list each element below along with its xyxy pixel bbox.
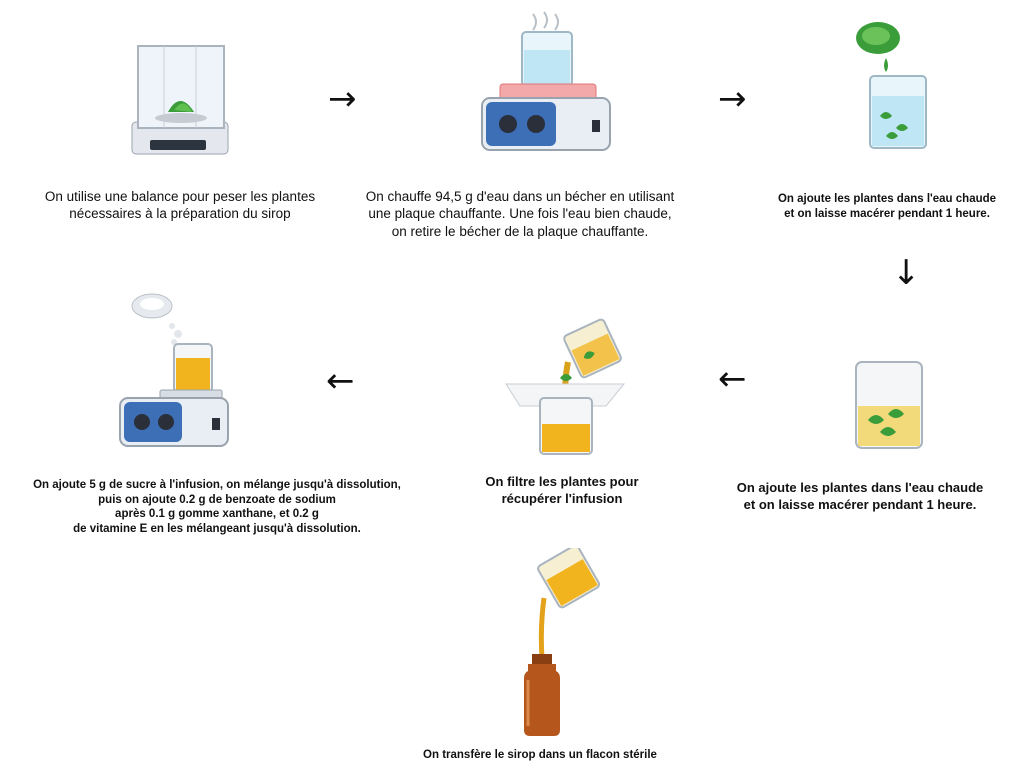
caption-line: On ajoute les plantes dans l'eau chaude <box>736 480 984 495</box>
arrow-left: ← <box>718 359 747 399</box>
macerating-beaker-illustration <box>855 361 923 449</box>
arrow-right: → <box>718 79 747 119</box>
caption-line: et on laisse macérer pendant 1 heure. <box>743 496 977 512</box>
caption-line: On ajoute 5 g de sucre à l'infusion, on … <box>33 479 401 491</box>
plants-into-beaker-illustration <box>856 22 927 149</box>
caption-line: on retire le bécher de la plaque chauffa… <box>391 223 649 239</box>
arrow-left: ← <box>326 361 355 401</box>
caption-line: On utilise une balance pour peser les pl… <box>44 189 316 204</box>
hotplate-beaker-illustration <box>481 11 611 151</box>
caption-line: On filtre les plantes pour <box>485 474 639 489</box>
caption-line: après 0.1 g gomme xanthane, et 0.2 g <box>115 508 319 521</box>
arrow-down: ↓ <box>892 253 921 293</box>
caption-line: On transfère le sirop dans un flacon sté… <box>423 749 657 761</box>
bottle-transfer-illustration <box>524 548 601 736</box>
step-mix-caption: On ajoute 5 g de sucre à l'infusion, on … <box>8 478 426 537</box>
caption-line: récupérer l'infusion <box>501 490 623 506</box>
caption-line: On ajoute les plantes dans l'eau chaude <box>777 193 997 205</box>
arrow-right: → <box>328 79 357 119</box>
analytical-balance-illustration <box>131 45 229 155</box>
caption-line: une plaque chauffante. Une fois l'eau bi… <box>368 206 672 222</box>
caption-line: et on laisse macérer pendant 1 heure. <box>784 207 990 220</box>
step-filter-caption: On filtre les plantes pour récupérer l'i… <box>452 474 672 507</box>
step-macerate-caption: On ajoute les plantes dans l'eau chaude … <box>710 480 1010 513</box>
filtering-illustration <box>505 318 626 455</box>
caption-line: de vitamine E en les mélangeant jusqu'à … <box>73 523 361 536</box>
step-add-plants-caption: On ajoute les plantes dans l'eau chaude … <box>752 192 1015 221</box>
step-bottle-caption: On transfère le sirop dans un flacon sté… <box>390 748 690 763</box>
mixing-hotplate-illustration <box>119 293 229 447</box>
caption-line: nécessaires à la préparation du sirop <box>69 206 291 222</box>
caption-line: puis on ajoute 0.2 g de benzoate de sodi… <box>98 493 336 506</box>
step-heat-caption: On chauffe 94,5 g d'eau dans un bécher e… <box>340 188 700 240</box>
caption-line: On chauffe 94,5 g d'eau dans un bécher e… <box>365 189 675 204</box>
step-weigh-caption: On utilise une balance pour peser les pl… <box>40 188 320 223</box>
